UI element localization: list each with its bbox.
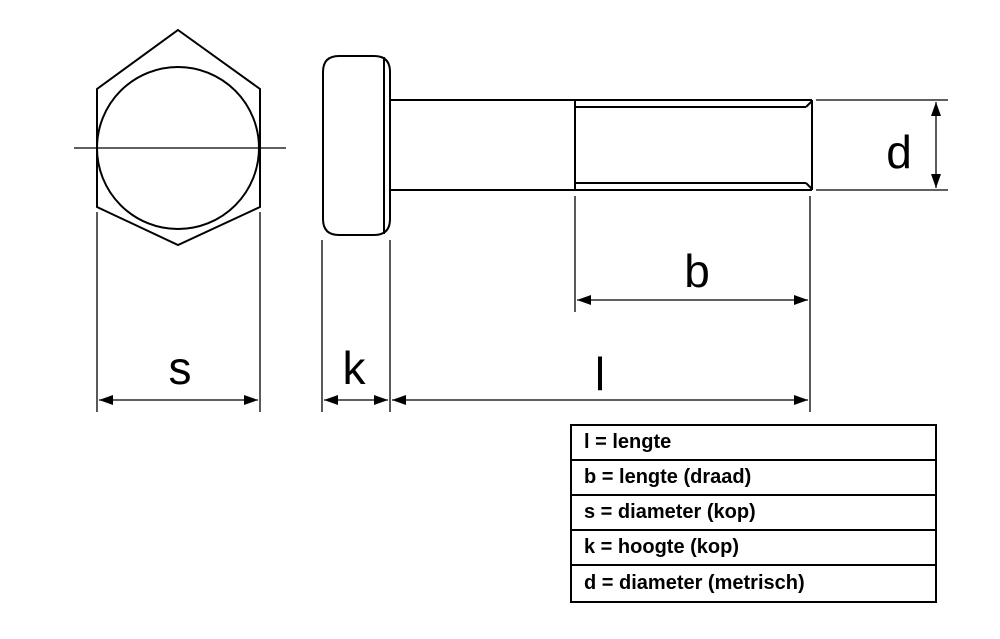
legend-row-s: s = diameter (kop) (572, 496, 935, 531)
hex-inscribed-circle (96, 66, 260, 230)
tip-chamfer-top (805, 100, 813, 108)
d-label: d (886, 126, 912, 178)
legend-table: l = lengte b = lengte (draad) s = diamet… (570, 424, 937, 603)
hex-head-outline (96, 28, 261, 247)
legend-row-k: k = hoogte (kop) (572, 531, 935, 566)
legend-row-d: d = diameter (metrisch) (584, 572, 805, 594)
l-label: l (595, 348, 605, 400)
k-label: k (343, 342, 367, 394)
legend-row-b: b = lengte (draad) (572, 461, 935, 496)
legend-row-l: l = lengte (572, 426, 935, 461)
b-label: b (684, 245, 710, 297)
tip-chamfer-bottom (805, 182, 813, 190)
bolt-head-side (322, 55, 391, 236)
s-label: s (169, 342, 192, 394)
